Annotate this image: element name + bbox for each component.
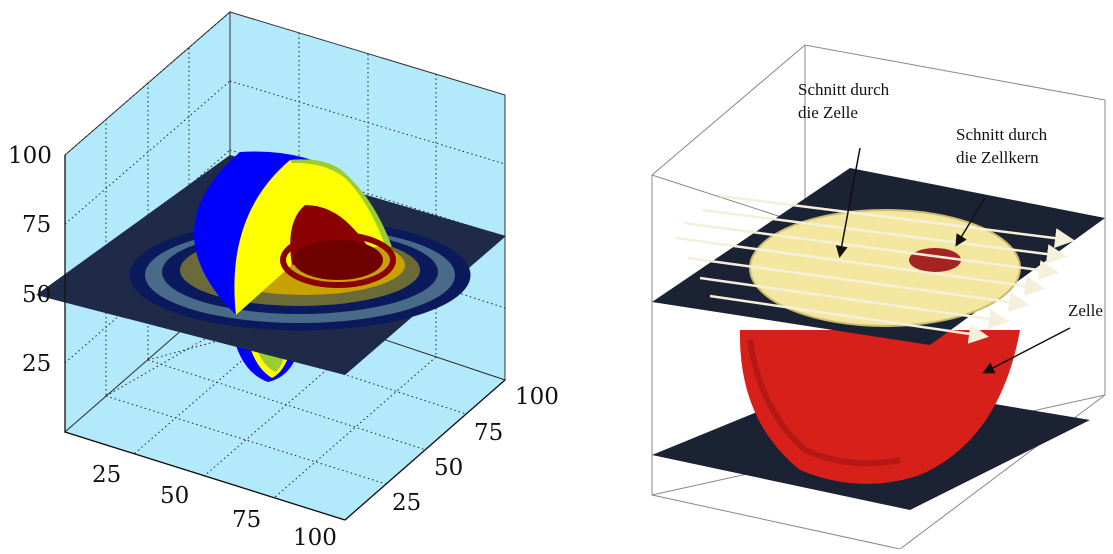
cell-body: [739, 330, 1020, 484]
z-tick-25: 25: [22, 351, 51, 377]
voxel-3d-plot: 100 75 50 25 25 50 75 100 100 75 50 25: [0, 0, 560, 551]
label-cell-section-line1: Schnitt durch: [798, 80, 890, 99]
label-nucleus-section-line1: Schnitt durch: [956, 125, 1048, 144]
nucleus-section: [909, 248, 961, 272]
bounding-box: [651, 44, 1106, 550]
y-axis-ticks: 100 75 50 25: [392, 384, 559, 516]
core-ring: [280, 232, 396, 288]
voxel-plot-canvas: 100 75 50 25 25 50 75 100 100 75 50 25: [8, 10, 559, 551]
z-tick-50: 50: [22, 282, 51, 308]
core-section: [293, 240, 383, 280]
x-tick-50: 50: [160, 483, 189, 509]
y-tick-75: 75: [474, 420, 503, 446]
axes: [64, 155, 506, 521]
z-axis-ticks: 100 75 50 25: [8, 143, 52, 377]
cell-section-diagram: Schnitt durch die Zelle Schnitt durch di…: [600, 0, 1113, 550]
label-cell: Zelle: [1068, 301, 1103, 320]
x-axis-ticks: 25 50 75 100: [92, 462, 337, 551]
y-tick-100: 100: [515, 384, 559, 410]
x-tick-100: 100: [293, 525, 337, 549]
label-nucleus-section-line2: die Zellkern: [956, 148, 1039, 167]
label-cell-section-line2: die Zelle: [798, 103, 858, 122]
cell-diagram-canvas: Schnitt durch die Zelle Schnitt durch di…: [651, 44, 1106, 550]
z-tick-75: 75: [22, 212, 51, 238]
scan-arrows: [675, 194, 1075, 344]
y-tick-25: 25: [392, 490, 421, 516]
x-tick-25: 25: [92, 462, 121, 488]
z-tick-100: 100: [8, 143, 52, 169]
cell-shading: [747, 339, 901, 467]
sphere-upper: [193, 151, 396, 315]
x-tick-75: 75: [232, 507, 261, 533]
annotation-pointers: [835, 147, 1071, 374]
y-tick-50: 50: [434, 455, 463, 481]
